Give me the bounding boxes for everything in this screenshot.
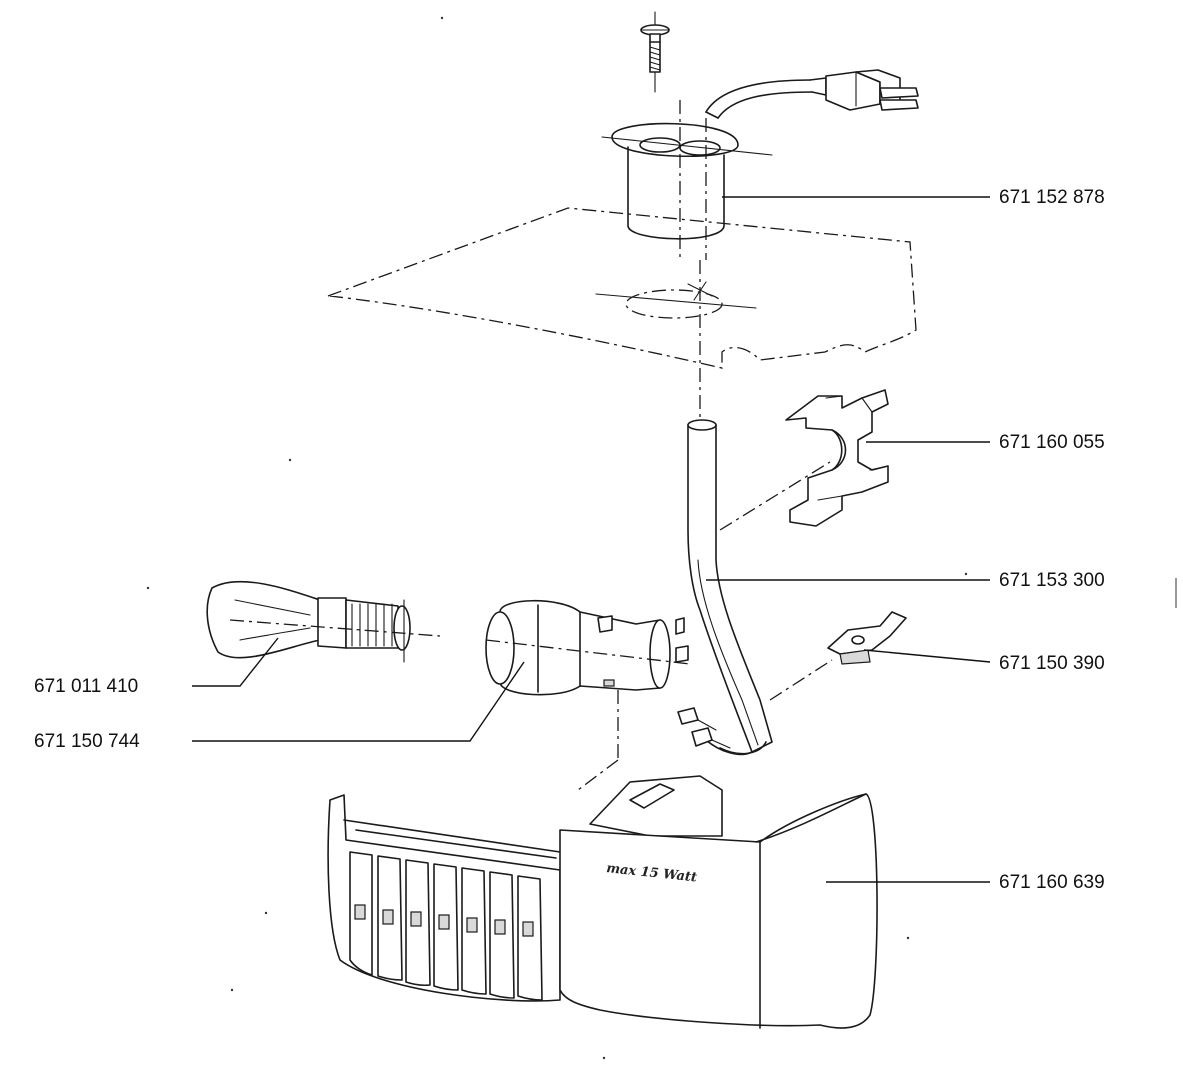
label-socket-cap: 671 152 878 bbox=[999, 187, 1105, 208]
label-switch-plate: 671 150 390 bbox=[999, 653, 1105, 674]
cable-tube bbox=[677, 419, 773, 756]
label-socket: 671 150 744 bbox=[34, 731, 140, 752]
socket-cap bbox=[601, 100, 773, 260]
cover: max 15 Watt bbox=[327, 775, 878, 1029]
switch-plate bbox=[769, 611, 907, 701]
ceiling-plane bbox=[327, 207, 917, 420]
scan-specks bbox=[146, 16, 1177, 1060]
bulb bbox=[206, 580, 441, 663]
screw bbox=[640, 11, 670, 93]
label-holder-clip: 671 160 055 bbox=[999, 432, 1105, 453]
cable-connector bbox=[705, 69, 919, 119]
label-cable-tube: 671 153 300 bbox=[999, 570, 1105, 591]
holder-clip bbox=[719, 389, 889, 531]
socket bbox=[485, 599, 691, 791]
label-cover: 671 160 639 bbox=[999, 872, 1105, 893]
label-bulb: 671 011 410 bbox=[34, 676, 139, 697]
leader-lines bbox=[192, 196, 991, 883]
cover-ribs bbox=[349, 851, 543, 1001]
